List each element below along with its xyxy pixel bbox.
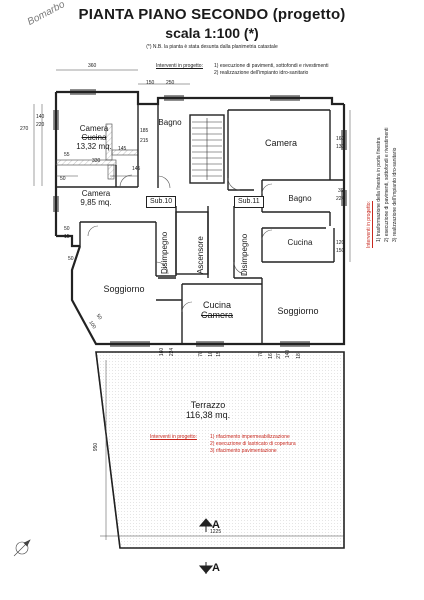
room-name: Bagno <box>158 118 182 127</box>
room-camera-2: Camera 9,85 mq. <box>70 189 122 207</box>
dim-label: 15 <box>64 234 70 240</box>
dim-label: 140 <box>285 349 292 359</box>
new-wall-hatch <box>107 164 115 180</box>
room-name-struck: Camera <box>200 310 233 321</box>
legend-top-heading: Interventi in progetto: <box>156 63 203 69</box>
room-area: 9,85 mq. <box>80 198 112 208</box>
dim-label: 120 <box>336 240 345 246</box>
dim-label: 70 <box>197 351 204 357</box>
dim-label: 50 <box>64 226 70 232</box>
dim-label: 270 <box>20 126 29 132</box>
room-name: Camera <box>79 124 109 133</box>
new-wall-hatch <box>55 159 117 166</box>
room-bagno-1: Bagno <box>150 118 190 127</box>
dim-label: 160 <box>336 136 345 142</box>
legend-top-item: 1) esecuzione di pavimenti, sottofondi e… <box>214 63 329 69</box>
dim-label: 160 <box>159 347 166 357</box>
room-name: Camera <box>264 138 297 148</box>
dim-label: 150 <box>336 248 345 254</box>
dim-label: 55 <box>64 152 70 158</box>
room-name: Cucina <box>287 238 313 247</box>
room-name: Soggiorno <box>103 284 145 294</box>
room-name: Cucina <box>202 300 231 310</box>
dim-label: 145 <box>118 146 127 152</box>
dim-label: 224 <box>336 196 345 202</box>
dim-label: 50 <box>68 256 74 262</box>
legend-top-item: 2) realizzazione dell'impianto idro-sani… <box>214 69 309 76</box>
dim-label: 220 <box>36 122 45 128</box>
legend-terrace-item: 1) rifacimento impermeabilizzazione <box>210 434 290 440</box>
door-swings <box>87 174 273 313</box>
dim-label: 185 <box>140 128 149 134</box>
legend-terrace: Interventi in progetto: 1) rifacimento i… <box>150 434 296 454</box>
room-camera-3: Camera <box>258 138 304 148</box>
room-area: 116,38 mq. <box>185 410 231 421</box>
room-soggiorno-1: Soggiorno <box>96 284 152 294</box>
scale-note: (*) N.B. la pianta è stata desunta dalla… <box>146 44 278 50</box>
room-area: 13,32 mq. <box>76 142 112 152</box>
dim-terrace-depth: 950 <box>93 442 100 452</box>
room-disimpegno-1: Disimpegno <box>160 231 169 274</box>
room-name: Soggiorno <box>277 306 319 316</box>
legend-terrace-item: 3) rifacimento pavimentazione <box>210 447 277 454</box>
dim-label: 18 <box>295 353 302 359</box>
drawing-scale: scala 1:100 (*) <box>165 25 259 41</box>
dim-label: 224 <box>169 347 176 357</box>
dim-label: 10 <box>207 351 214 357</box>
subaltern-sub10: Sub.10 <box>146 196 177 208</box>
staircase <box>192 118 222 180</box>
room-disimpegno-2: Disimpegno <box>240 233 249 276</box>
legend-terrace-item: 2) esecuzione di lastricato di copertura <box>210 440 296 447</box>
dimension-lines <box>33 69 351 540</box>
dim-label: 145 <box>132 166 141 172</box>
room-cucina-1: Cucina <box>280 238 320 247</box>
dim-label: 150 <box>146 80 155 86</box>
dim-label: 27 <box>275 353 282 359</box>
room-name: Terrazzo <box>190 400 226 410</box>
dim-label: 215 <box>140 138 149 144</box>
dim-label: 15 <box>215 351 222 357</box>
drawing-title: PIANTA PIANO SECONDO (progetto) <box>78 6 346 23</box>
room-name: Bagno <box>288 194 312 203</box>
room-name-struck: Cucina <box>81 133 107 143</box>
dim-label: 330 <box>92 158 101 164</box>
subaltern-sub11: Sub.11 <box>234 196 264 208</box>
room-terrazzo: Terrazzo 116,38 mq. <box>178 400 238 421</box>
dim-label: 39 <box>338 188 344 194</box>
dim-label: 130 <box>336 144 345 150</box>
room-camera-1: Camera Cucina 13,32 mq. <box>70 124 118 152</box>
new-wall-hatch <box>105 123 113 161</box>
room-name: Camera <box>81 189 111 198</box>
dim-label: 140 <box>36 114 45 120</box>
section-mark-icon <box>198 518 214 574</box>
dim-label: 50 <box>60 176 66 182</box>
room-soggiorno-2: Soggiorno <box>270 306 326 316</box>
dim-label: 70 <box>257 351 264 357</box>
dim-terrace-width: 1225 <box>210 529 222 535</box>
exterior-walls <box>54 90 346 346</box>
room-cucina-2: Cucina Camera <box>192 300 242 321</box>
dim-label: 360 <box>88 63 97 69</box>
legend-top: Interventi in progetto: 1) esecuzione di… <box>156 63 329 77</box>
room-ascensore: Ascensore <box>196 236 205 274</box>
section-label-upper: A <box>212 519 220 531</box>
legend-terrace-heading: Interventi in progetto: <box>150 434 197 440</box>
section-label-lower: A <box>212 562 220 574</box>
dim-label: 250 <box>166 80 175 86</box>
dim-label: 16 <box>267 353 274 359</box>
windows <box>53 89 347 347</box>
north-arrow-icon <box>13 539 31 557</box>
room-bagno-2: Bagno <box>280 194 320 203</box>
